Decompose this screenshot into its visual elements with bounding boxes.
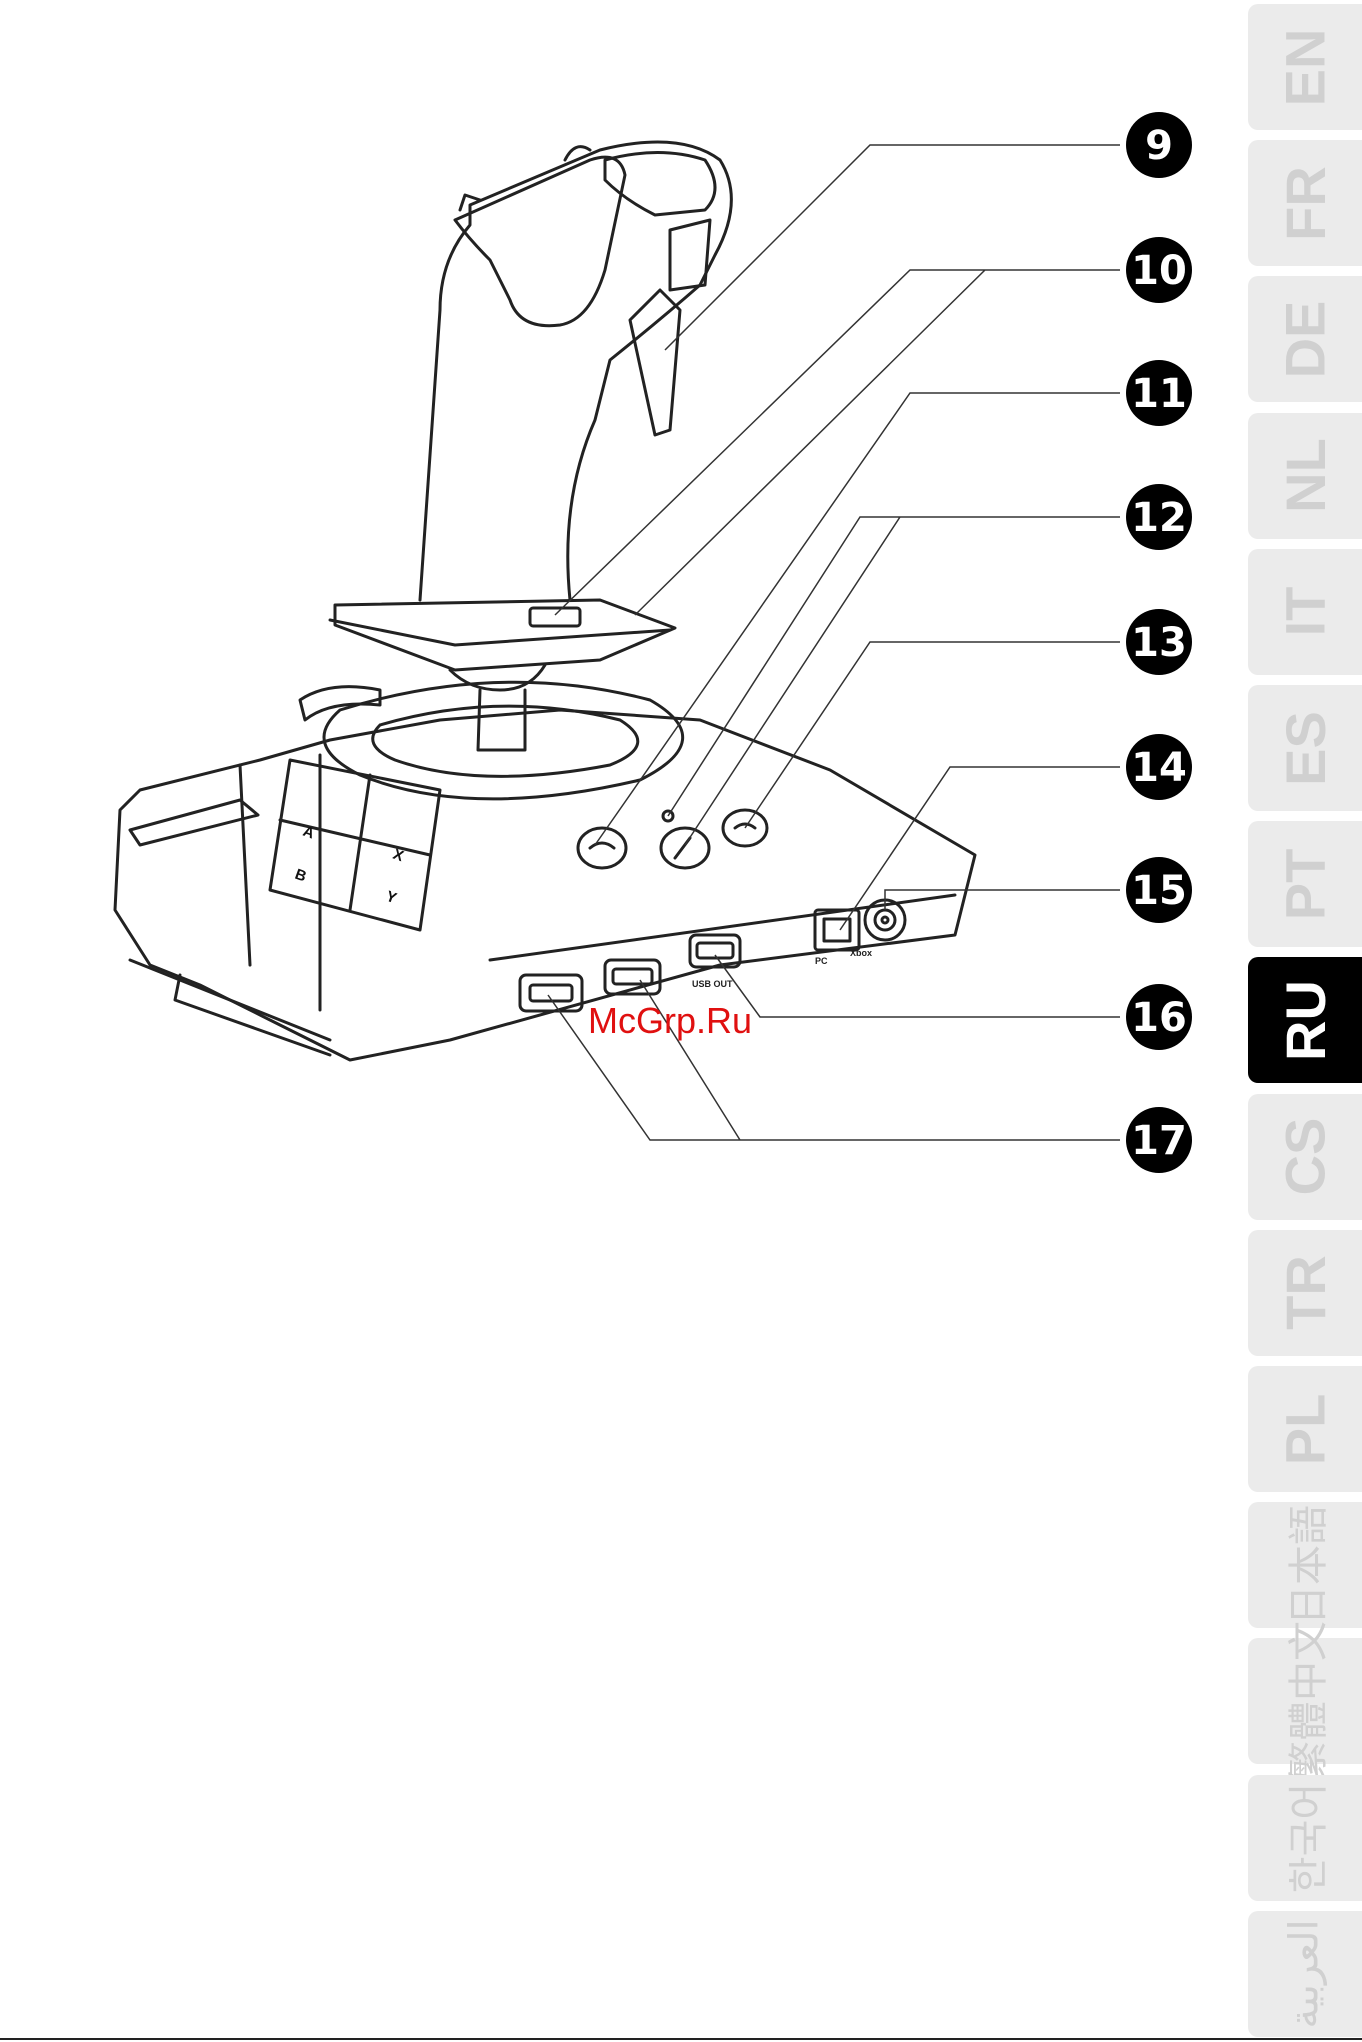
callout-10: 10: [1126, 237, 1192, 303]
lang-tab-6[interactable]: PT: [1248, 821, 1362, 947]
lang-tab-label: 한국어: [1276, 1782, 1334, 1892]
lang-tab-14[interactable]: العربية: [1248, 1911, 1362, 2037]
lang-tab-label: FR: [1273, 166, 1338, 241]
callout-12: 12: [1126, 484, 1192, 550]
lang-tab-7[interactable]: RU: [1248, 957, 1362, 1083]
lang-tab-5[interactable]: ES: [1248, 685, 1362, 811]
base-body: [115, 710, 975, 1060]
svg-text:17: 17: [1131, 1118, 1187, 1164]
lang-tab-label: NL: [1273, 438, 1338, 513]
svg-text:16: 16: [1131, 995, 1187, 1041]
lang-tab-9[interactable]: TR: [1248, 1230, 1362, 1356]
lang-tab-4[interactable]: IT: [1248, 549, 1362, 675]
lang-tab-label: ES: [1272, 711, 1337, 786]
button-b-label: B: [293, 866, 309, 886]
lang-tab-10[interactable]: PL: [1248, 1366, 1362, 1492]
lang-tab-label: TR: [1273, 1255, 1338, 1330]
leader-13: [745, 642, 1120, 828]
xbox-label: Xbox: [850, 948, 872, 958]
svg-text:9: 9: [1145, 123, 1173, 169]
lang-tab-label: PT: [1273, 848, 1338, 920]
leader-11: [595, 393, 1120, 845]
stick-shaft: [478, 690, 525, 750]
svg-text:14: 14: [1131, 745, 1187, 791]
lang-tab-label: CS: [1272, 1118, 1337, 1196]
lang-tab-3[interactable]: NL: [1248, 413, 1362, 539]
lang-tab-12[interactable]: 繁體中文: [1248, 1638, 1362, 1764]
leader-10: [555, 270, 1120, 615]
lang-tab-label: 繁體中文: [1276, 1621, 1334, 1781]
callout-16: 16: [1126, 984, 1192, 1050]
callout-17: 17: [1126, 1107, 1192, 1173]
lang-tab-label: EN: [1272, 28, 1337, 106]
bottom-rule: [0, 2038, 1362, 2040]
callout-9: 9: [1126, 112, 1192, 178]
lang-tab-11[interactable]: 日本語: [1248, 1502, 1362, 1628]
usb-out-label: USB OUT: [692, 979, 733, 989]
button-x-label: X: [391, 846, 406, 865]
lang-tab-0[interactable]: EN: [1248, 4, 1362, 130]
lang-tab-label: DE: [1272, 300, 1337, 378]
stick-base-plate: [335, 600, 675, 670]
lang-tab-label: IT: [1272, 587, 1337, 637]
gimbal: [300, 682, 683, 799]
lang-tab-label: العربية: [1282, 1919, 1328, 2028]
svg-text:15: 15: [1131, 868, 1187, 914]
pc-label: PC: [815, 956, 828, 966]
callout-13: 13: [1126, 609, 1192, 675]
lang-tab-label: RU: [1272, 980, 1337, 1061]
svg-text:11: 11: [1131, 371, 1187, 417]
leader-9: [665, 145, 1120, 350]
callout-15: 15: [1126, 857, 1192, 923]
lang-tab-label: PL: [1273, 1393, 1338, 1465]
svg-text:13: 13: [1131, 620, 1187, 666]
lang-tab-13[interactable]: 한국어: [1248, 1775, 1362, 1901]
svg-text:10: 10: [1131, 248, 1187, 294]
button-y-label: Y: [384, 888, 399, 907]
watermark: McGrp.Ru: [588, 1000, 752, 1041]
svg-text:12: 12: [1131, 495, 1187, 541]
round-button-mid: [661, 828, 709, 868]
trigger: [630, 290, 680, 435]
lang-tab-2[interactable]: DE: [1248, 276, 1362, 402]
callout-11: 11: [1126, 360, 1192, 426]
leader-12: [668, 517, 1120, 845]
leader-16: [715, 955, 1120, 1017]
lang-tab-1[interactable]: FR: [1248, 140, 1362, 266]
callout-14: 14: [1126, 734, 1192, 800]
button-pad: [270, 760, 440, 930]
lang-tab-8[interactable]: CS: [1248, 1094, 1362, 1220]
pc-xbox-switch: [815, 910, 859, 950]
lang-tab-label: 日本語: [1276, 1505, 1334, 1625]
